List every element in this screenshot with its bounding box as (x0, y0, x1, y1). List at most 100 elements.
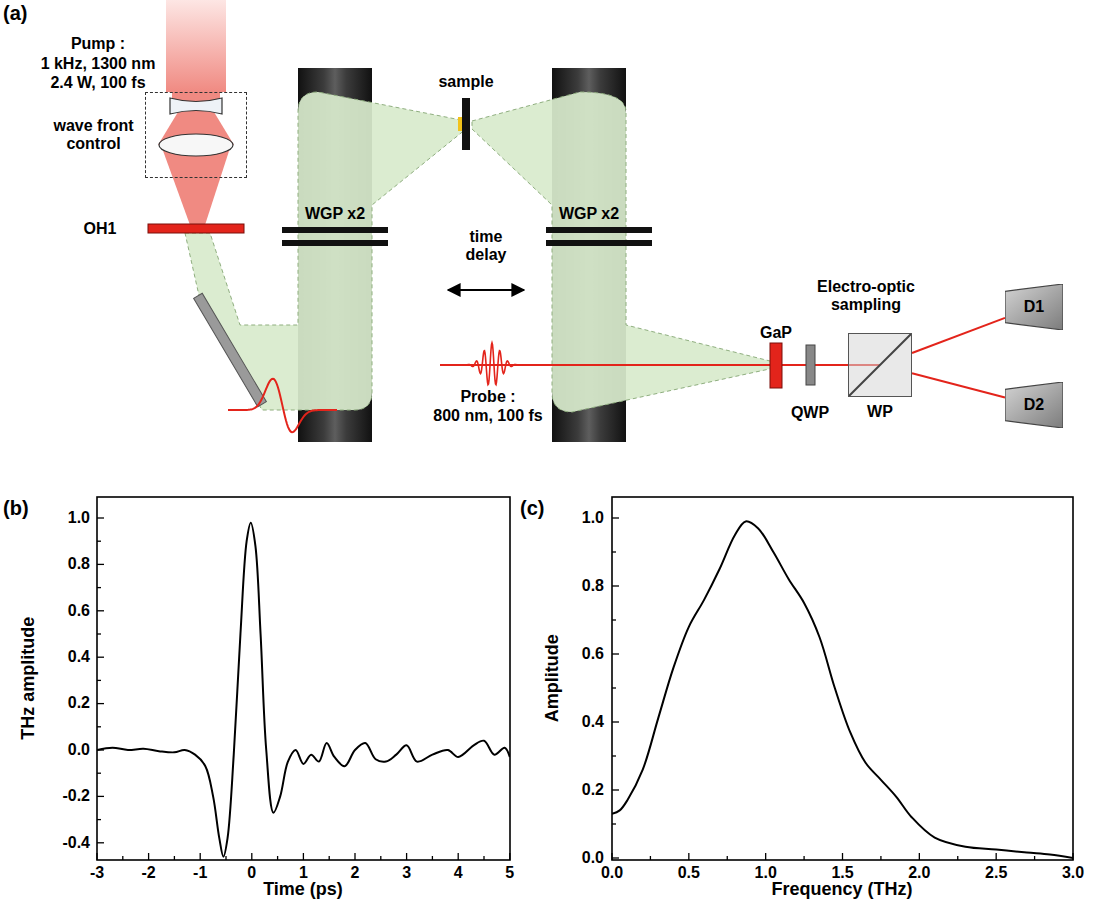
tick-mark (354, 853, 355, 860)
tick-mark (97, 703, 104, 704)
tick-mark (97, 541, 101, 542)
tick-label: 1 (299, 864, 308, 882)
tick-mark (611, 853, 612, 860)
wire-grid-polarizer (282, 227, 388, 233)
wavefront-control-box: wave front control (145, 92, 247, 178)
detector-body (1005, 382, 1063, 428)
quarter-wave-plate (806, 345, 815, 385)
tick-mark (277, 856, 278, 860)
tick-label: 1.0 (582, 509, 604, 527)
tick-mark (612, 755, 616, 756)
charts (97, 497, 1073, 860)
tick-mark (380, 856, 381, 860)
tick-label: 0.2 (582, 781, 604, 799)
tick-mark (97, 796, 104, 797)
beam-connector (912, 318, 1005, 353)
concave-lens (170, 98, 222, 114)
wollaston-prism: WP (848, 333, 912, 397)
axis-title: Frequency (THz) (771, 879, 912, 900)
tick-mark (1034, 856, 1035, 860)
tick-mark (612, 823, 616, 824)
tick-mark (612, 551, 616, 552)
tick-mark (225, 856, 226, 860)
tick-label: 0.4 (582, 713, 604, 731)
prism-shape (849, 334, 911, 396)
probe-label: Probe : (460, 388, 515, 406)
tick-label: 0.8 (68, 555, 90, 573)
tick-label: 5 (505, 864, 514, 882)
tick-mark (1072, 853, 1073, 860)
tick-label: 3 (402, 864, 411, 882)
tick-label: 0.5 (678, 864, 700, 882)
tick-label: 4 (454, 864, 463, 882)
tick-mark (612, 857, 619, 858)
panel-label: (a) (3, 2, 27, 25)
tick-mark (97, 610, 104, 611)
tick-label: 2 (351, 864, 360, 882)
sample-holder (462, 98, 470, 150)
tick-mark (97, 633, 101, 634)
tick-mark (612, 585, 619, 586)
tick-label: 0.6 (582, 645, 604, 663)
tick-mark (996, 853, 997, 860)
pump-spec: 2.4 W, 100 fs (50, 74, 145, 92)
tick-label: 3.0 (1062, 864, 1084, 882)
component-label: GaP (760, 324, 792, 342)
spectrum-curve (612, 521, 1073, 858)
mirror (194, 293, 267, 407)
photodetector: D2 (1005, 382, 1063, 428)
tick-mark (406, 853, 407, 860)
tick-label: -3 (90, 864, 104, 882)
tick-mark (97, 564, 104, 565)
tick-mark (612, 721, 619, 722)
tick-label: 0.0 (68, 741, 90, 759)
component-label: sample (438, 73, 493, 91)
component-label: OH1 (84, 220, 117, 238)
tick-mark (96, 853, 97, 860)
tick-label: -0.4 (62, 834, 90, 852)
component-label: WGP x2 (559, 205, 619, 223)
delay-arrow (448, 289, 524, 291)
tick-mark (97, 726, 101, 727)
tick-label: 0.8 (582, 577, 604, 595)
axis-title: THz amplitude (18, 616, 39, 739)
sample (458, 117, 462, 131)
tick-mark (97, 773, 101, 774)
tick-mark (957, 856, 958, 860)
tick-label: 0.2 (68, 694, 90, 712)
axis-title: Amplitude (542, 634, 563, 722)
tick-label: 1.0 (755, 864, 777, 882)
pump-spec: 1 kHz, 1300 nm (41, 55, 156, 73)
node-label: D1 (1024, 298, 1044, 316)
tick-mark (612, 653, 619, 654)
tick-mark (97, 819, 101, 820)
tick-mark (97, 657, 104, 658)
pump-beam (162, 148, 230, 225)
waveform-curve (97, 523, 510, 857)
tick-mark (251, 853, 252, 860)
tick-label: -2 (141, 864, 155, 882)
pump-beam (166, 0, 226, 92)
beam-connector (912, 373, 1005, 397)
tick-mark (174, 856, 175, 860)
wire-grid-polarizer (546, 240, 652, 246)
tick-mark (688, 853, 689, 860)
panel-label: (c) (520, 497, 544, 520)
photodetector: D1 (1005, 284, 1063, 330)
tick-label: 0 (247, 864, 256, 882)
tick-mark (612, 687, 616, 688)
panel-label: (b) (3, 497, 29, 520)
tick-mark (842, 853, 843, 860)
detector-body (1005, 284, 1063, 330)
tick-mark (612, 517, 619, 518)
tick-mark (200, 853, 201, 860)
tick-mark (919, 853, 920, 860)
tick-mark (97, 680, 101, 681)
tick-mark (122, 856, 123, 860)
tick-label: 1.5 (831, 864, 853, 882)
tick-mark (97, 517, 104, 518)
tick-label: 0.4 (68, 648, 90, 666)
